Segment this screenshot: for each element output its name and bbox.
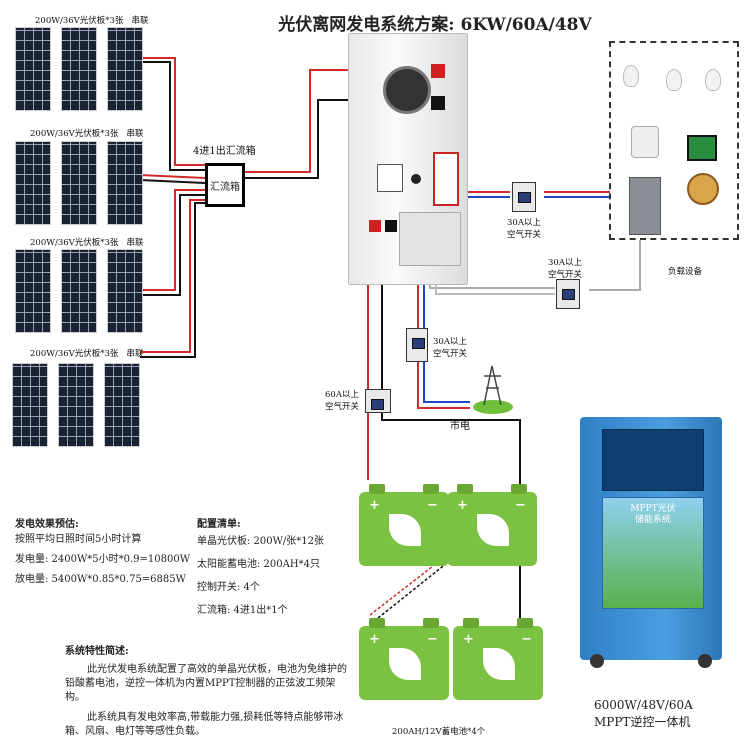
tv-icon: [687, 135, 717, 161]
lcd-screen: [602, 429, 704, 491]
knob-icon: [411, 174, 421, 184]
load-label: 负载设备: [668, 267, 703, 277]
mid-breaker-label: 30A以上 空气开关: [548, 258, 583, 280]
battery-breaker-icon: [365, 389, 391, 413]
battery-icon: +−: [453, 618, 543, 700]
ac-output-socket-icon: [433, 152, 459, 206]
battery-icon: +−: [447, 484, 537, 566]
dc-switch-icon: [377, 164, 403, 192]
features-block: 系统特性简述: 此光伏发电系统配置了高效的单晶光伏板，电池为免维护的铅酸蓄电池，…: [65, 646, 347, 737]
wire-group3-pos: [140, 189, 205, 291]
mid-breaker-icon: [556, 279, 580, 309]
solar-panel: [15, 27, 51, 111]
battery-negative-terminal-icon: [385, 220, 397, 232]
battery-label: 200AH/12V蓄电池*4个: [392, 727, 486, 737]
grid-tower-icon: [473, 365, 513, 414]
fan-icon: [383, 66, 431, 114]
inverter-product-image: MPPT光伏 储能系统: [580, 417, 722, 668]
solar-panel: [12, 363, 48, 447]
panel-group-label-4: 200W/36V光伏板*3张 串联: [30, 349, 144, 359]
pv-positive-terminal-icon: [431, 64, 445, 78]
wheel-icon: [590, 654, 604, 668]
inverter-unit: [348, 33, 468, 285]
battery-breaker-label: 60A以上 空气开关: [325, 390, 360, 412]
solar-panel: [107, 249, 143, 333]
fan-appliance-icon: [687, 173, 719, 205]
bulb-icon: [705, 69, 721, 91]
wire-mid-out: [589, 240, 641, 291]
front-panel-graphic: MPPT光伏 储能系统: [602, 497, 704, 609]
combiner-top-label: 4进1出汇流箱: [193, 146, 256, 157]
wheel-icon: [698, 654, 712, 668]
solar-panel: [15, 141, 51, 225]
battery-icon: +−: [359, 618, 449, 700]
solar-panel: [58, 363, 94, 447]
solar-panel: [61, 249, 97, 333]
product-caption: 6000W/48V/60A MPPT逆控一体机: [594, 698, 693, 729]
grid-breaker-label: 30A以上 空气开关: [433, 337, 468, 359]
refrigerator-icon: [629, 177, 661, 235]
load-breaker-label: 30A以上 空气开关: [507, 218, 542, 240]
solar-panel: [107, 141, 143, 225]
grid-label: 市电: [450, 421, 470, 432]
wire-group2-neg: [139, 179, 206, 184]
load-devices-box: [609, 41, 739, 240]
wire-battery-series2: [377, 550, 463, 619]
panel-group-label-3: 200W/36V光伏板*3张 串联: [30, 238, 144, 248]
pv-negative-terminal-icon: [431, 96, 445, 110]
combiner-box: 汇流箱: [205, 163, 245, 207]
battery-icon: +−: [359, 484, 449, 566]
panel-group-label-2: 200W/36V光伏板*3张 串联: [30, 129, 144, 139]
wire-group1-pos: [140, 57, 205, 166]
wire-grid-red: [417, 262, 470, 409]
wire-group4-pos: [140, 199, 205, 353]
panel-group-label-1: 200W/36V光伏板*3张 串联: [35, 16, 149, 26]
bulb-icon: [666, 69, 682, 91]
estimate-block: 发电效果预估: 按照平均日照时间5小时计算 发电量: 2400W*5小时*0.9…: [15, 519, 191, 585]
wire-grid-blue: [423, 262, 470, 403]
solar-panel: [15, 249, 51, 333]
wire-group2-pos: [139, 174, 206, 179]
product-screen-text: MPPT光伏 储能系统: [630, 504, 676, 525]
solar-panel: [104, 363, 140, 447]
diagram-title: 光伏离网发电系统方案: 6KW/60A/48V: [278, 15, 592, 35]
grid-breaker-icon: [406, 328, 428, 362]
solar-panel: [61, 27, 97, 111]
wire-group4-neg: [140, 202, 205, 358]
solar-panel: [61, 141, 97, 225]
bulb-icon: [623, 65, 639, 87]
solar-panel: [107, 27, 143, 111]
load-breaker-icon: [512, 182, 536, 212]
config-block: 配置清单: 单晶光伏板: 200W/张*12张 太阳能蓄电池: 200AH*4只…: [197, 519, 325, 616]
battery-positive-terminal-icon: [369, 220, 381, 232]
battery-terminal-panel: [399, 212, 461, 266]
wire-group3-neg: [140, 194, 205, 296]
wire-group1-neg: [140, 61, 205, 171]
rice-cooker-icon: [631, 126, 659, 158]
